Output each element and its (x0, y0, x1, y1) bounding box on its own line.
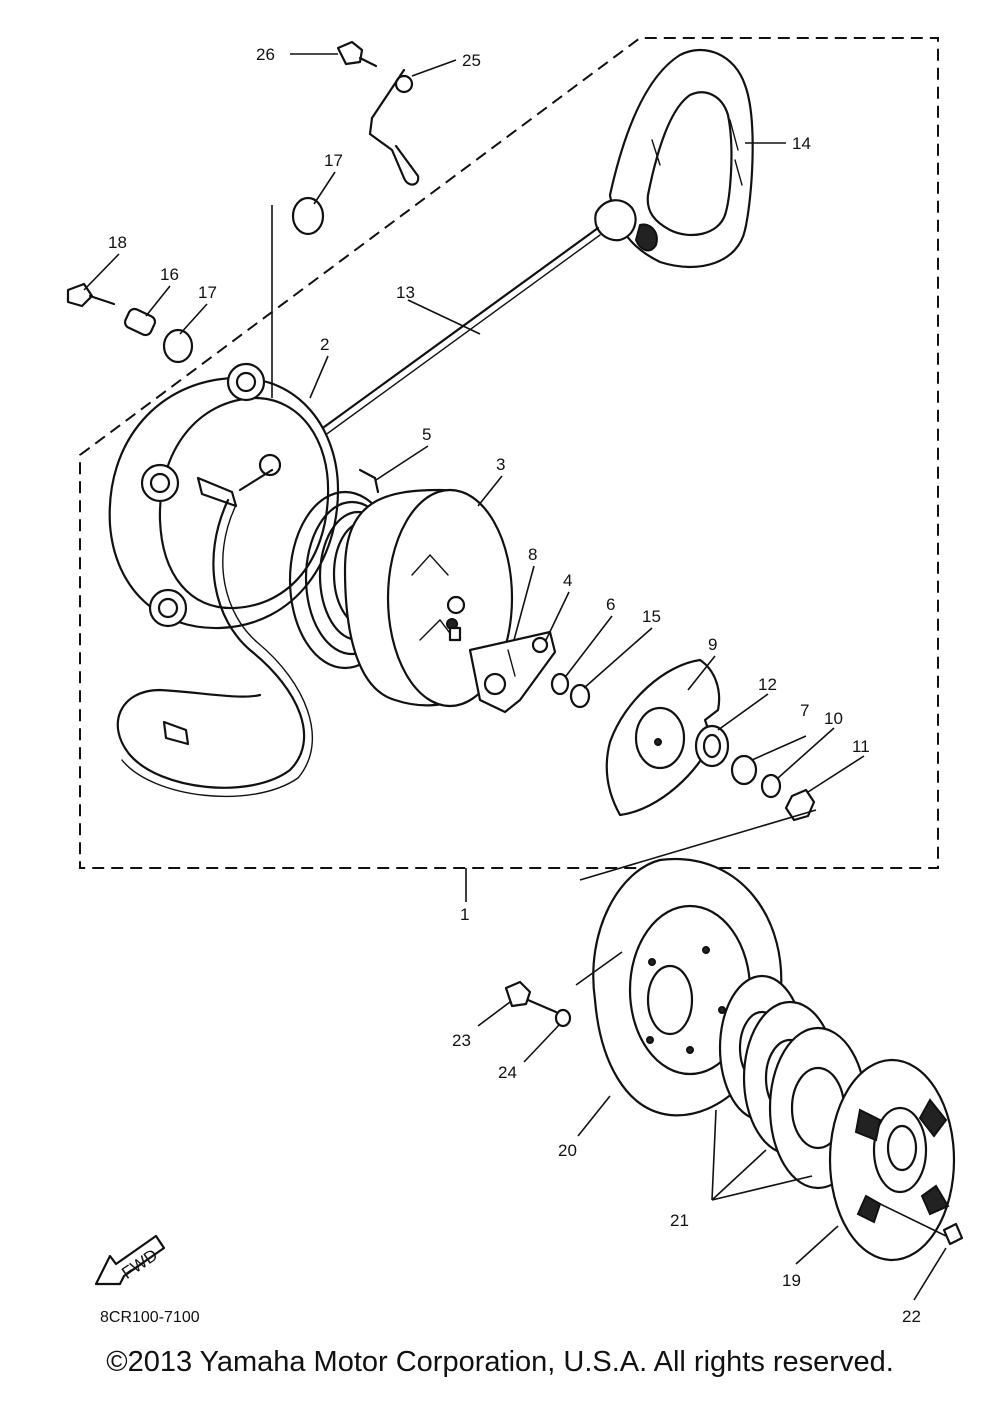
callout-16: 16 (160, 265, 179, 284)
part-24-washer (554, 1008, 572, 1028)
assembly-boundary (79, 37, 939, 869)
rope-loop-inner (121, 504, 313, 798)
part-15-washer (569, 683, 591, 709)
callout-12: 12 (758, 675, 777, 694)
copyright-notice: ©2013 Yamaha Motor Corporation, U.S.A. A… (106, 1346, 894, 1378)
callout-17-upper: 17 (324, 151, 343, 170)
part-23-shank (526, 998, 558, 1014)
callout-19: 19 (782, 1271, 801, 1290)
part-18-bolt (66, 282, 94, 308)
part-17-grommet-lower (162, 328, 194, 364)
part-6-spring (550, 672, 570, 696)
callout-24: 24 (498, 1063, 517, 1082)
part-18-shank (88, 294, 116, 306)
callout-6: 6 (606, 595, 615, 614)
callout-14: 14 (792, 134, 811, 153)
callout-13: 13 (396, 283, 415, 302)
fwd-direction-arrow: FWD (94, 1234, 166, 1286)
part-23-bolt (504, 980, 532, 1008)
callout-26: 26 (256, 45, 275, 64)
part-16-collar (123, 307, 157, 337)
callout-20: 20 (558, 1141, 577, 1160)
starter-case (108, 362, 340, 630)
part-10-lock-washer (760, 773, 782, 799)
part-26-shank (358, 56, 378, 68)
friction-disc-leaders (711, 1109, 813, 1201)
callout-18: 18 (108, 233, 127, 252)
callout-5: 5 (422, 425, 431, 444)
callout-leaders (83, 53, 947, 1301)
part-25-bracket (368, 68, 420, 186)
rope-clip (162, 720, 190, 746)
callout-10: 10 (824, 709, 843, 728)
part-17-grommet-upper (291, 196, 325, 236)
diagram-part-code: 8CR100-7100 (100, 1309, 200, 1326)
callout-7: 7 (800, 701, 809, 720)
starter-rope (318, 226, 600, 432)
part-22-leader (871, 1199, 947, 1237)
drive-plate-axis (575, 809, 817, 986)
part-25-eye (394, 74, 414, 94)
callout-1: 1 (460, 905, 469, 924)
part-12-inner (702, 733, 722, 759)
callout-9: 9 (708, 635, 717, 654)
callout-21: 21 (670, 1211, 689, 1230)
part-7-washer (730, 754, 758, 786)
rope-loop (116, 498, 306, 789)
friction-discs (718, 974, 868, 1190)
callout-3: 3 (496, 455, 505, 474)
starter-handle (594, 48, 754, 269)
callout-22: 22 (902, 1307, 921, 1326)
callout-labels: 26 25 17 14 18 16 17 13 2 5 3 8 4 6 15 9… (108, 45, 921, 1326)
callout-8: 8 (528, 545, 537, 564)
part-12-spring-washer (694, 724, 730, 768)
callout-15: 15 (642, 607, 661, 626)
callout-17-lower: 17 (198, 283, 217, 302)
callout-23: 23 (452, 1031, 471, 1050)
part-22-screw (942, 1222, 964, 1246)
part-26-bolt (336, 40, 364, 66)
callout-25: 25 (462, 51, 481, 70)
callout-2: 2 (320, 335, 329, 354)
callout-11: 11 (852, 737, 870, 756)
outer-plate (828, 1058, 956, 1262)
starter-rope-inner (323, 234, 601, 437)
callout-4: 4 (563, 571, 572, 590)
